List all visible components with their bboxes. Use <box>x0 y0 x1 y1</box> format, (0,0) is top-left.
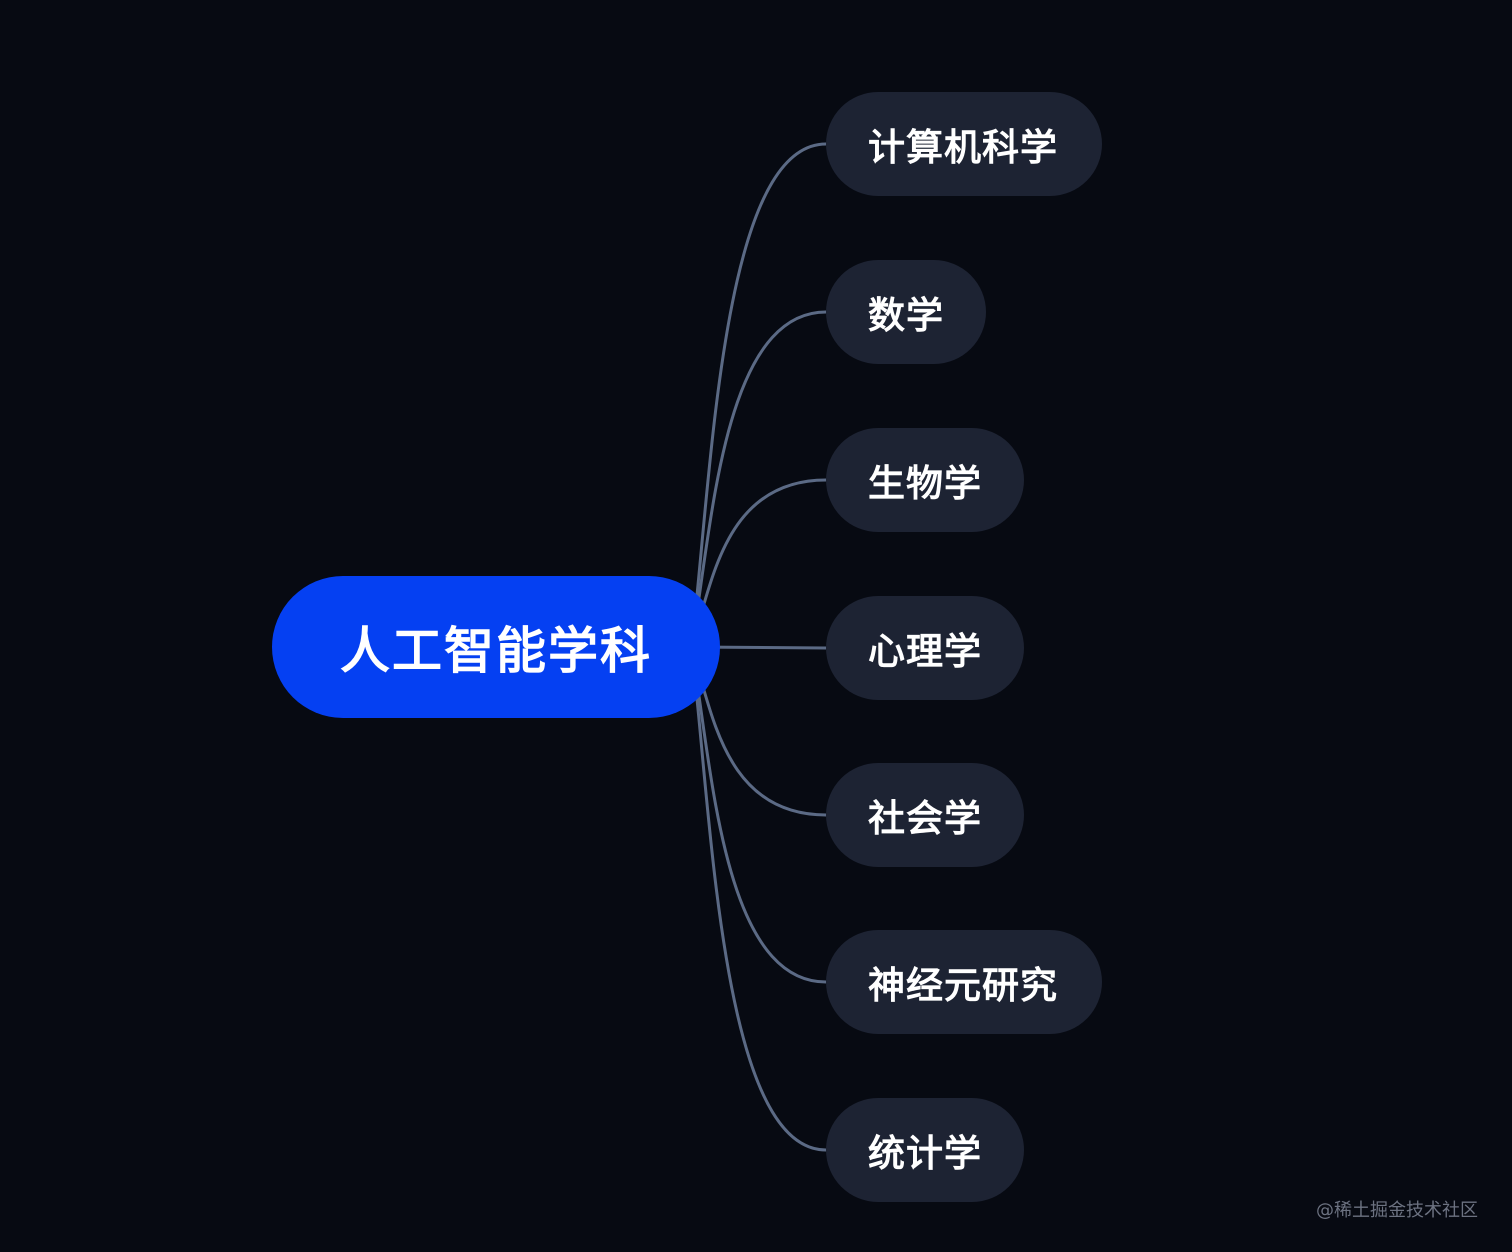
connector-mathematics <box>690 310 827 644</box>
connector-statistics <box>690 650 827 1152</box>
node-computer-science[interactable]: 计算机科学 <box>826 92 1102 196</box>
node-sociology[interactable]: 社会学 <box>826 763 1024 867</box>
connector-neuron-research <box>690 650 827 984</box>
connector-computer-science <box>690 142 827 644</box>
node-psychology[interactable]: 心理学 <box>826 596 1024 700</box>
node-neuron-research[interactable]: 神经元研究 <box>826 930 1102 1034</box>
node-mathematics[interactable]: 数学 <box>826 260 986 364</box>
watermark: @稀土掘金技术社区 <box>1316 1200 1478 1221</box>
root-node[interactable]: 人工智能学科 <box>272 576 720 718</box>
node-biology[interactable]: 生物学 <box>826 428 1024 532</box>
node-statistics[interactable]: 统计学 <box>826 1098 1024 1202</box>
